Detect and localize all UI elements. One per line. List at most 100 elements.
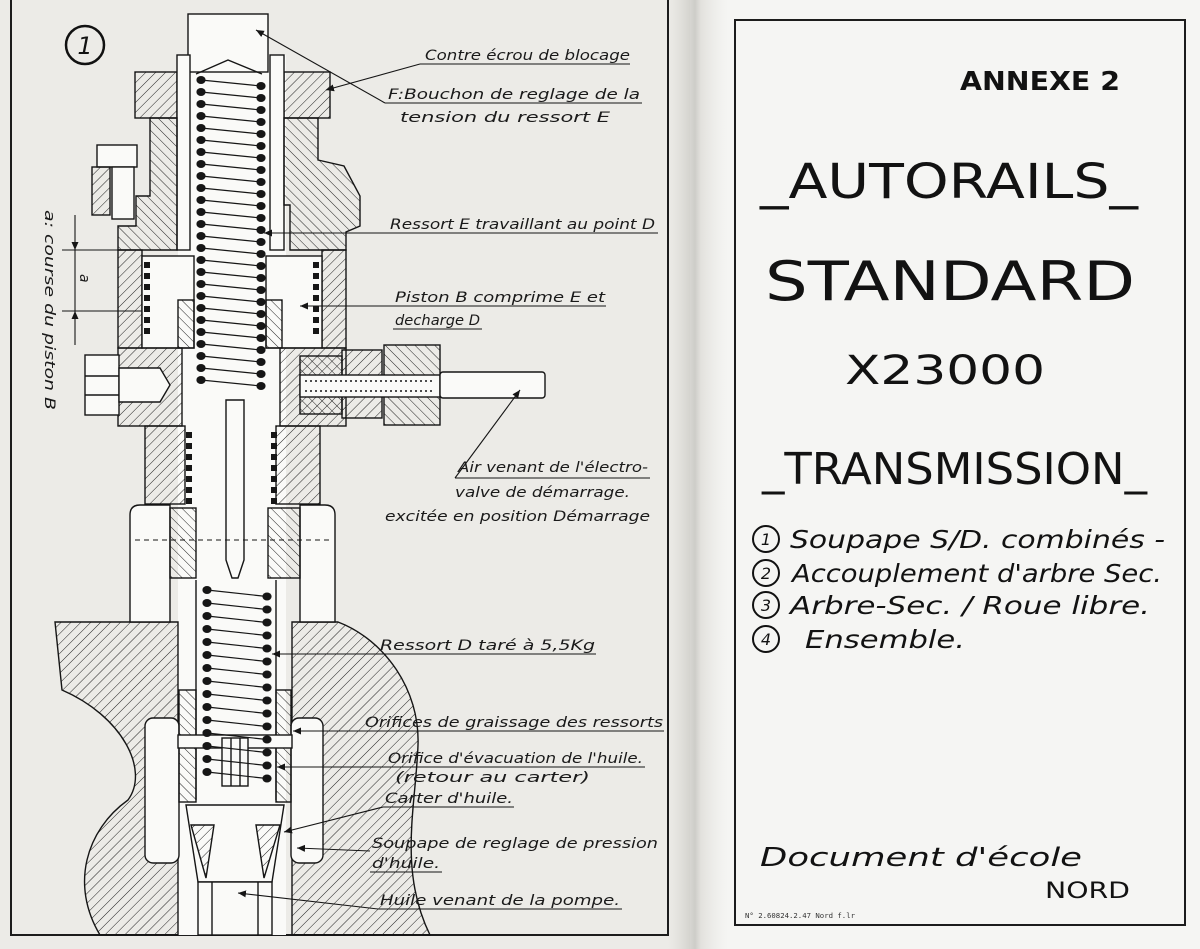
spring-e-coil: [256, 82, 266, 90]
spring-e-wire: [200, 199, 262, 207]
spring-d-coil: [202, 599, 212, 607]
spring-d-coil: [262, 631, 272, 640]
list-item: 2 Accouplement d'arbre Sec.: [752, 559, 1162, 588]
stroke-vertical-note: a: course du piston B: [41, 210, 57, 410]
figure-number: 1: [77, 32, 92, 60]
piston-seal: [313, 317, 319, 323]
spring-d-wire: [206, 602, 268, 611]
spring-e-wire: [200, 343, 262, 351]
lower-seal: [271, 443, 277, 449]
label-bouchon-line1: F:Bouchon de reglage de la: [388, 87, 640, 103]
lower-sleeve-left: [169, 507, 197, 579]
piston-seal: [144, 273, 150, 279]
air-pipe: [439, 371, 546, 399]
item-number: 2: [761, 564, 771, 583]
spring-d-coil: [262, 722, 272, 731]
spring-e-coil: [256, 178, 266, 186]
spring-e-coil: [196, 220, 206, 228]
label-graissage: Orifices de graissage des ressorts: [365, 715, 663, 731]
body-upper-right: [283, 117, 361, 251]
spring-e-coil: [196, 88, 206, 96]
spring-d-coil: [262, 644, 272, 653]
piston-stroke-dimension: a a: course du piston B: [41, 210, 142, 410]
contents-list: 1 Soupape S/D. combinés - 2 Accouplement…: [752, 525, 1165, 654]
spring-d-coil: [202, 651, 212, 659]
spring-e-coil: [196, 160, 206, 168]
list-item: 3 Arbre-Sec. / Roue libre.: [752, 591, 1150, 620]
label-ressort-e: Ressort E travaillant au point D: [390, 217, 655, 233]
spring-e-coil: [256, 166, 266, 174]
subject-transmission: _TRANSMISSION_: [761, 444, 1148, 495]
spring-e-coil: [256, 358, 266, 366]
part-labels: Contre écrou de blocage F:Bouchon de reg…: [365, 48, 663, 909]
spring-e-wire: [200, 223, 262, 231]
spring-e-wire: [200, 319, 262, 327]
spring-e-wire: [200, 295, 262, 303]
bleed-screw-washer: [91, 166, 111, 216]
spring-e-coil: [256, 238, 266, 246]
spring-e-coil: [256, 310, 266, 318]
body-upper-left: [117, 117, 178, 251]
spring-e-coil: [196, 148, 206, 156]
lower-casing-right: [299, 504, 336, 623]
label-underlines: [362, 63, 664, 910]
piston-seal: [313, 295, 319, 301]
spring-e-coil: [256, 118, 266, 126]
piston-seal: [313, 328, 319, 334]
piston-seals: [144, 262, 319, 504]
carter-housing-right-section: [291, 621, 432, 936]
title-autorails: _AUTORAILS_: [759, 154, 1139, 210]
spring-d-coil: [202, 716, 212, 724]
item-text: Ensemble.: [805, 625, 965, 654]
spring-d-coil: [202, 729, 212, 737]
item-text: Soupape S/D. combinés -: [790, 525, 1165, 554]
valve-stem: [225, 399, 245, 579]
spring-e-coil: [196, 328, 206, 336]
bleed-screw-shank: [111, 166, 135, 220]
spring-e-coil: [256, 262, 266, 270]
piston-seal: [313, 273, 319, 279]
lower-seal: [271, 465, 277, 471]
spring-e-wire: [200, 211, 262, 219]
spring-e-wire: [200, 259, 262, 267]
spring-e-wire: [200, 163, 262, 171]
spring-e-coil: [256, 106, 266, 114]
spring-e-coil: [256, 322, 266, 330]
piston-seal: [313, 284, 319, 290]
item-number: 3: [761, 596, 771, 615]
spring-e-wire: [200, 91, 262, 99]
spring-d-wire: [206, 758, 268, 767]
lower-seal: [186, 487, 192, 493]
annex-heading: ANNEXE 2: [960, 67, 1120, 97]
leader-huile-pompe: [237, 890, 379, 910]
adjusting-plug-head: [187, 13, 269, 73]
spring-e-wire: [200, 115, 262, 123]
spring-e-coil: [196, 340, 206, 348]
spring-d-coil: [262, 761, 272, 770]
leader-lines: [237, 29, 521, 910]
spring-d-wire: [206, 589, 268, 598]
figure-number-badge: 1: [64, 24, 106, 66]
piston-b-right-core: [265, 299, 283, 349]
lower-casing-left: [129, 504, 171, 623]
cylinder-wall-left: [117, 249, 143, 349]
spring-d-coil: [202, 690, 212, 698]
spring-d-wire: [206, 719, 268, 728]
spring-e-coil: [256, 334, 266, 342]
valve-cross-section: [54, 13, 546, 936]
spring-d-coil: [262, 592, 272, 601]
item-number: 1: [761, 530, 771, 549]
spring-d-wire: [206, 641, 268, 650]
spring-d-wire: [206, 680, 268, 689]
leader-carter: [283, 806, 384, 834]
spring-e-coil: [196, 352, 206, 360]
spring-e-wire: [200, 271, 262, 279]
piston-seal: [144, 295, 150, 301]
spring-d-coil: [262, 670, 272, 679]
model-number: X23000: [845, 348, 1045, 394]
spring-e-coil: [196, 208, 206, 216]
label-soupape-line2: d'huile.: [372, 856, 440, 872]
spring-e-wire: [200, 103, 262, 111]
plug-thread-right: [269, 54, 285, 251]
